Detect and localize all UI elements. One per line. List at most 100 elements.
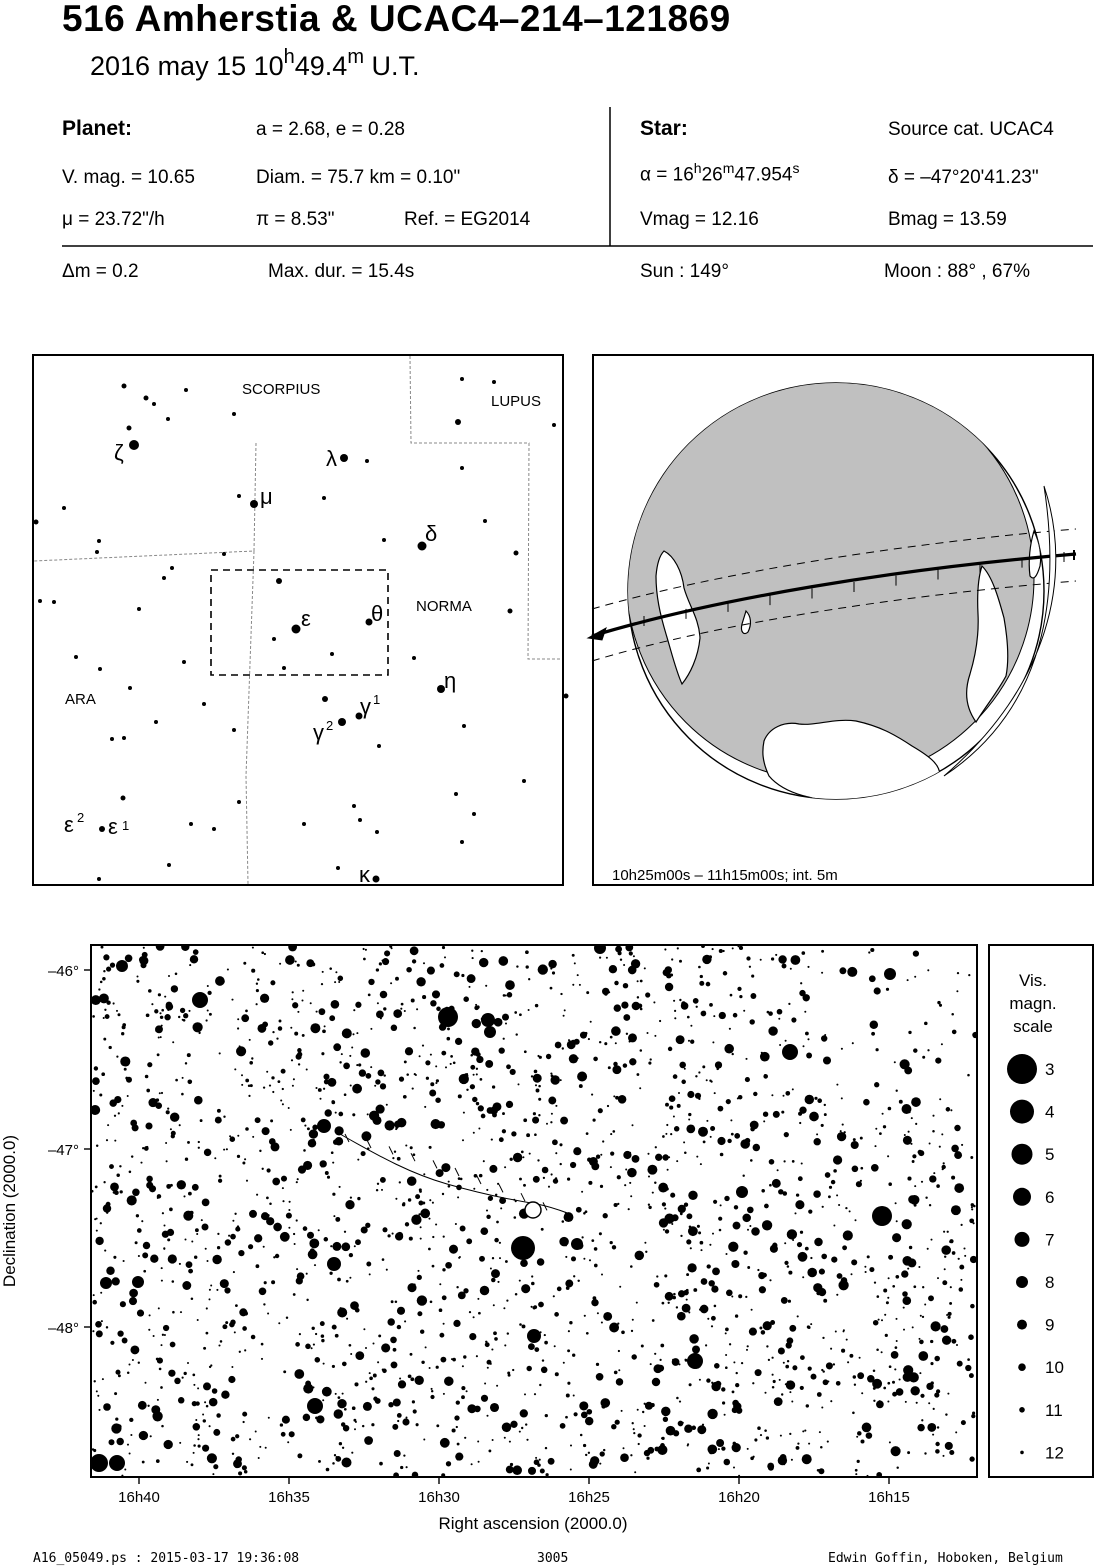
field-star	[171, 1280, 175, 1283]
field-star	[573, 1412, 578, 1417]
field-star	[759, 1434, 763, 1437]
field-star	[965, 1364, 972, 1372]
field-star	[633, 1432, 636, 1435]
field-star	[751, 974, 755, 978]
field-star	[291, 991, 294, 994]
field-star	[667, 1301, 670, 1304]
field-star	[241, 1465, 247, 1471]
constellation-star	[120, 795, 126, 801]
field-star	[296, 1268, 299, 1271]
field-star	[350, 1353, 353, 1355]
field-star	[446, 1036, 451, 1041]
field-star	[486, 1107, 494, 1114]
legend-magnitude-dot	[1011, 1143, 1033, 1165]
field-star	[456, 1442, 460, 1446]
field-star	[785, 1090, 791, 1096]
field-star	[734, 1314, 739, 1318]
constellation-star	[302, 822, 306, 826]
legend-magnitude-dot	[1014, 1231, 1030, 1247]
field-star	[473, 1187, 476, 1190]
field-star	[883, 1288, 888, 1293]
field-star	[117, 1013, 121, 1017]
field-star	[961, 1143, 964, 1146]
field-star	[694, 1092, 702, 1099]
field-star	[172, 1041, 175, 1044]
field-star	[106, 1000, 111, 1005]
y-tick-minus48: –48°	[48, 1320, 79, 1337]
field-star	[636, 980, 639, 983]
field-star	[807, 1267, 817, 1278]
field-star	[243, 1469, 248, 1474]
field-star	[335, 1216, 341, 1222]
field-star	[538, 1114, 541, 1117]
field-star	[119, 1165, 122, 1168]
field-star	[716, 1067, 719, 1071]
field-star	[249, 1438, 252, 1441]
field-star	[490, 1138, 493, 1141]
field-star	[315, 1416, 318, 1420]
field-star	[292, 1078, 295, 1081]
field-star	[684, 1151, 687, 1154]
constellation-star	[182, 660, 186, 664]
field-star	[161, 1333, 165, 1336]
field-star	[689, 1334, 699, 1344]
field-star	[431, 990, 441, 999]
field-star	[139, 956, 149, 966]
field-star	[528, 1152, 531, 1155]
field-star	[943, 1230, 946, 1233]
field-star	[92, 995, 101, 1006]
field-star	[566, 1040, 576, 1050]
field-star	[245, 1078, 250, 1083]
field-star	[519, 1013, 522, 1017]
field-star	[439, 963, 445, 968]
field-star	[254, 1234, 263, 1243]
field-star	[405, 1416, 408, 1419]
field-star	[767, 1358, 771, 1362]
field-star	[653, 1281, 660, 1288]
legend-magnitude-label: 8	[1045, 1273, 1054, 1292]
bright-star	[317, 1119, 331, 1133]
constellation-star	[121, 383, 127, 389]
field-star	[634, 1250, 645, 1261]
field-star	[744, 1077, 750, 1083]
field-star	[471, 1018, 481, 1029]
field-star	[577, 1279, 580, 1283]
continents	[655, 529, 1042, 799]
field-star	[787, 1299, 792, 1303]
field-star	[869, 1267, 875, 1273]
field-star	[922, 1055, 926, 1059]
field-star	[636, 1073, 640, 1076]
star-bmag: Bmag = 13.59	[888, 209, 1007, 230]
field-star	[419, 1226, 422, 1229]
field-star	[327, 1077, 337, 1087]
field-star	[854, 1219, 857, 1222]
star-chart	[90, 944, 978, 1478]
field-star	[578, 1084, 583, 1089]
field-star	[636, 996, 640, 999]
field-star	[167, 1238, 171, 1242]
field-star	[677, 1091, 681, 1095]
field-star	[632, 955, 635, 958]
field-star	[297, 1048, 302, 1053]
field-star	[260, 1357, 264, 1360]
field-star	[776, 1169, 779, 1172]
field-star	[537, 1159, 540, 1162]
field-star	[430, 1000, 437, 1007]
field-star	[761, 1220, 773, 1231]
field-star	[404, 1320, 407, 1323]
field-star	[477, 1440, 480, 1443]
legend-magnitude-dot	[1013, 1187, 1031, 1206]
field-star	[168, 975, 170, 977]
field-star	[686, 1239, 692, 1245]
terminator-crescent	[943, 485, 1057, 777]
sun-elongation: Sun : 149°	[640, 261, 729, 282]
field-star	[795, 1193, 800, 1197]
field-star	[550, 967, 553, 970]
greek-epsilon-2: ε	[64, 812, 74, 837]
field-star	[560, 1116, 569, 1125]
y-tick-minus47: –47°	[48, 1142, 79, 1159]
field-star	[614, 1419, 620, 1425]
field-star	[489, 1164, 498, 1173]
field-star	[954, 1124, 961, 1132]
